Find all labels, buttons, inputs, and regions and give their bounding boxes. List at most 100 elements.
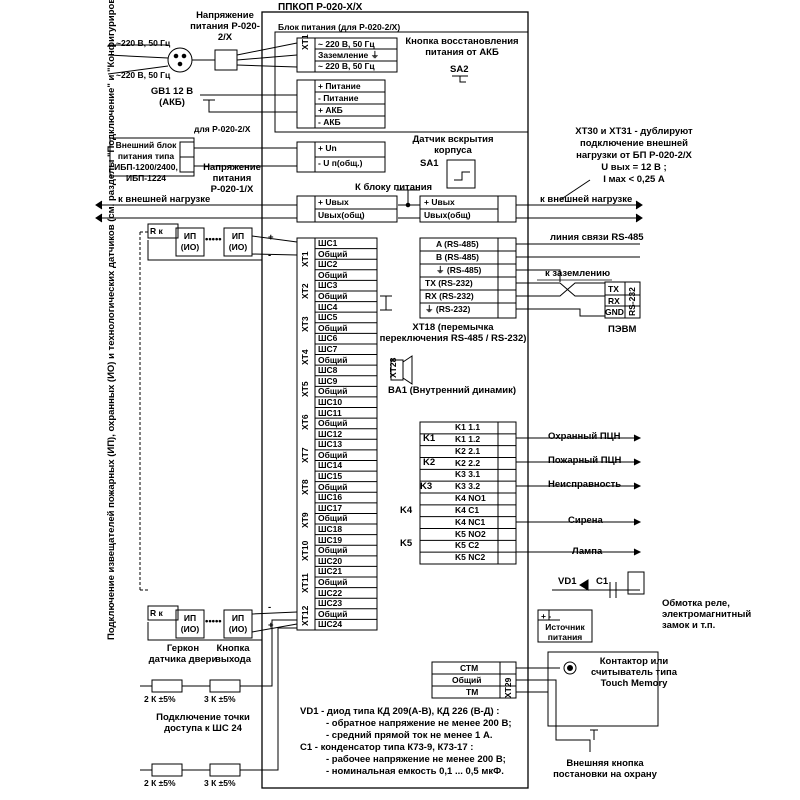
tm-row-common: Общий	[452, 675, 482, 685]
jumper-label: XT18 (перемычка переключения RS-485 / RS…	[379, 322, 527, 344]
output-siren: Сирена	[568, 515, 603, 526]
relay-row: K3 3.1	[455, 469, 481, 480]
loop-row: ШС5	[318, 312, 338, 323]
note-line-1: VD1 - диод типа КД 209(А-В), КД 226 (В-Д…	[300, 706, 500, 717]
xt30-note: XT30 и XT31 - дублируют подключение внеш…	[534, 126, 734, 186]
note-line-2: - обратное напряжение не менее 200 В;	[326, 718, 512, 729]
r1-label: 2 К ±5%	[144, 694, 176, 704]
loop-xt-label: XT10	[300, 540, 310, 561]
relay-k1: K1	[423, 433, 436, 444]
relay-row: K2 2.2	[455, 457, 481, 468]
out-plus-left: + Uвых	[318, 197, 349, 207]
loop-row: ШС23	[318, 598, 343, 609]
minus-bottom: -	[268, 602, 272, 613]
ip-bottom-2: ИП (ИО)	[228, 613, 248, 634]
tamper-ref: SA1	[420, 158, 439, 169]
loop-row: ШС11	[318, 407, 342, 418]
loop-row: Общий	[318, 248, 348, 259]
battery-label: GB1 12 В (АКБ)	[150, 86, 194, 108]
tm-button-label: Внешняя кнопка постановки на охрану	[553, 758, 657, 780]
battery-row-2: - Питание	[318, 93, 359, 103]
loop-row: ШС22	[318, 587, 343, 598]
note-line-6: - номинальная емкость 0,1 ... 0,5 мкФ.	[326, 766, 504, 777]
loop-xt-label: XT2	[300, 283, 310, 300]
loop-row: ШС20	[318, 555, 343, 566]
relay-row: K1 1.2	[455, 433, 481, 444]
loop-row: ШС17	[318, 502, 343, 513]
battery-for-label: для Р-020-2/Х	[194, 124, 251, 134]
pc-name: ПЭВМ	[608, 324, 637, 335]
relay-row: K3 3.2	[455, 481, 481, 492]
ip-bottom-1: ИП (ИО)	[180, 613, 200, 634]
loop-row: ШС14	[318, 460, 343, 471]
loop-xt-label: XT6	[300, 414, 310, 430]
xt30-note-line-2: подключение внешней	[579, 138, 689, 149]
loop-row: ШС8	[318, 365, 338, 376]
relay-row: K5 NC2	[455, 552, 486, 563]
loop-xt-label: XT5	[300, 381, 310, 398]
loop-row: Общий	[318, 545, 348, 556]
loop-xt-label: XT9	[300, 512, 310, 528]
ip-top-2: ИП (ИО)	[228, 231, 248, 252]
relay-row: K5 NO2	[455, 528, 486, 539]
device-title: ППКОП Р-020-Х/Х	[278, 2, 363, 13]
r2-label: 3 К ±5%	[204, 694, 236, 704]
rs485-row-b: B (RS-485)	[436, 252, 479, 262]
loop-row: Общий	[318, 577, 348, 588]
dots-bottom: •••••	[205, 616, 222, 627]
relay-output-arrow	[633, 518, 642, 526]
loop-row: ШС2	[318, 259, 338, 270]
loop-row: ШС3	[318, 280, 338, 291]
relay-row: K4 C1	[455, 504, 480, 515]
loop-xt-label: XT1	[300, 251, 310, 267]
ext-psu-label: Внешний блок питания типа ИБП-1200/2400,…	[114, 140, 178, 183]
relay-row: K5 C2	[455, 540, 480, 551]
tm-reader-label: Контактор или считыватель типа Touch Mem…	[590, 656, 678, 689]
plus-bottom: +	[268, 620, 274, 631]
r3-label: 2 К ±5%	[144, 778, 176, 788]
plus-top: +	[268, 232, 274, 243]
loop-row: ШС21	[318, 566, 343, 577]
relay-output-arrow	[633, 458, 642, 466]
loop-xt-label: XT7	[300, 447, 310, 463]
coil-label: Обмотка реле, электромагнитный замок и т…	[662, 598, 752, 631]
note-line-3: - средний прямой ток не менее 1 А.	[326, 730, 493, 741]
pc-pin-tx: TX	[608, 284, 619, 294]
out-common-right: Uвых(общ)	[424, 210, 471, 220]
to-psu-label: К блоку питания	[355, 182, 433, 193]
xt30-note-line-1: XT30 и XT31 - дублируют	[575, 126, 693, 137]
psu-row-2: Заземление ⏚	[318, 50, 380, 60]
diode-ref: VD1	[558, 576, 577, 587]
rs485-row-a: A (RS-485)	[436, 239, 479, 249]
pc-pin-rx: RX	[608, 296, 620, 306]
out-plus-right: + Uвых	[424, 197, 455, 207]
loop-row: ШС16	[318, 492, 343, 503]
rs232-row-gnd: ⏚ (RS-232)	[425, 304, 471, 314]
loop-row: ШС19	[318, 534, 343, 545]
battery-row-1: + Питание	[318, 81, 361, 91]
rs485-line-label: линия связи RS-485	[550, 232, 644, 243]
rs232-row-tx: TX (RS-232)	[425, 278, 473, 288]
loop-row: Общий	[318, 608, 348, 619]
exit-label: Кнопка выхода	[215, 643, 251, 665]
relay-row: K1 1.1	[455, 422, 481, 432]
loop-row: ШС10	[318, 396, 343, 407]
loop-row: Общий	[318, 322, 348, 333]
psu-block-title: Блок питания (для Р-020-2/Х)	[278, 22, 401, 32]
rs485-row-gnd: ⏚ (RS-485)	[436, 265, 482, 275]
source-label: Источник питания	[545, 622, 585, 642]
ext-psu-supply-note: Напряжение питания Р-020-1/Х	[203, 162, 261, 195]
xt1-psu-label: XT1	[300, 34, 310, 50]
cap-ref: C1	[596, 576, 609, 587]
tamper-label: Датчик вскрытия корпуса	[412, 134, 494, 156]
speaker-label: BA1 (Внутренний динамик)	[388, 385, 517, 396]
reed-label: Геркон датчика двери	[148, 643, 218, 665]
relay-k3: K3	[420, 481, 433, 492]
relay-k5: K5	[400, 538, 413, 549]
source-pm: + -	[541, 611, 552, 621]
relay-output-arrow	[633, 434, 642, 442]
battery-row-3: + АКБ	[318, 105, 343, 115]
xt28-label: XT28	[388, 357, 398, 378]
